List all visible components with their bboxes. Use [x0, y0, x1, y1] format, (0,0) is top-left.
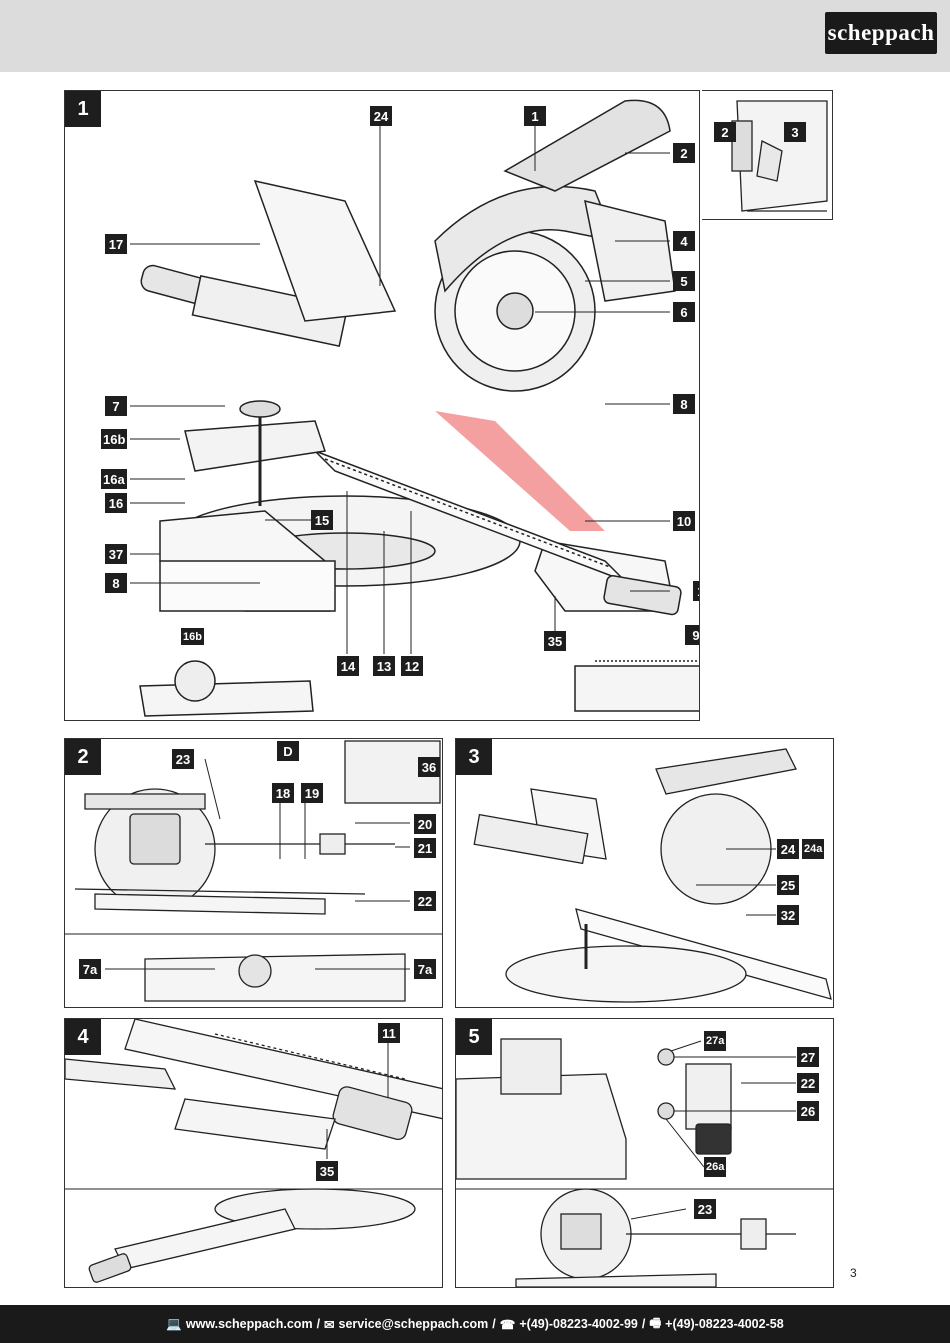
figure-3-panel: 3 24 24a 25 32 [455, 738, 834, 1008]
phone-icon: ☎ [499, 1317, 516, 1332]
figure-number: 5 [456, 1019, 492, 1055]
callout-37: 37 [105, 544, 127, 564]
callout-9: 9 [685, 625, 699, 645]
callout-6: 6 [673, 302, 695, 322]
figure-1-inset: 2 3 [702, 90, 833, 220]
callout-17: 17 [105, 234, 127, 254]
callout-15: 15 [311, 510, 333, 530]
callout-4: 4 [673, 231, 695, 251]
callout-7: 7 [105, 396, 127, 416]
handle-detail-illustration [65, 1019, 442, 1283]
callout-16b: 16b [101, 429, 128, 449]
callout-16: 16 [105, 493, 127, 513]
figure-4-panel: 4 11 35 [64, 1018, 443, 1288]
callout-21: 21 [414, 838, 436, 858]
callout-11: 11 [693, 581, 699, 601]
footer-bar: 💻 www.scheppach.com / ✉ service@scheppac… [0, 1305, 950, 1343]
mail-icon: ✉ [324, 1317, 335, 1332]
callout-22: 22 [414, 891, 436, 911]
figure-number: 4 [65, 1019, 101, 1055]
callout-35: 35 [544, 631, 566, 651]
inset-illustration [731, 100, 828, 212]
footer-email[interactable]: service@scheppach.com [338, 1317, 489, 1331]
callout-23: 23 [172, 749, 194, 769]
callout-23: 23 [694, 1199, 716, 1219]
callout-7a-right: 7a [414, 959, 436, 979]
callout-8-bottom: 8 [105, 573, 127, 593]
computer-icon: 💻 [166, 1316, 182, 1331]
figure-2-panel: 2 23 D 36 18 19 20 21 22 [64, 738, 443, 1008]
callout-26a: 26a [704, 1157, 727, 1177]
fax-icon: 🖷 [649, 1315, 662, 1330]
callout-16a: 16a [101, 469, 127, 489]
callout-13: 13 [373, 656, 395, 676]
callout-14: 14 [337, 656, 359, 676]
callout-12: 12 [401, 656, 423, 676]
footer-separator: / [492, 1317, 496, 1331]
callout-36: 36 [418, 757, 440, 777]
figure-number: 3 [456, 739, 492, 775]
footer-fax: +(49)-08223-4002-58 [665, 1317, 784, 1331]
footer-phone: +(49)-08223-4002-99 [519, 1317, 638, 1331]
brand-logo: scheppach [825, 12, 937, 54]
callout-25: 25 [777, 875, 799, 895]
callout-19: 19 [301, 783, 323, 803]
footer-separator: / [316, 1317, 321, 1331]
page-number: 3 [850, 1266, 857, 1280]
footer-website[interactable]: www.scheppach.com [185, 1317, 313, 1331]
callout-18: 18 [272, 783, 294, 803]
callout-16b-detail: 16b [181, 628, 204, 645]
callout-27a: 27a [704, 1031, 727, 1051]
callout-26: 26 [797, 1101, 819, 1121]
callout-32: 32 [777, 905, 799, 925]
callout-24: 24 [370, 106, 392, 126]
callout-5: 5 [673, 271, 695, 291]
callout-1: 1 [524, 106, 546, 126]
callout-10: 10 [673, 511, 695, 531]
callout-35: 35 [316, 1161, 338, 1181]
miter-saw-illustration [130, 99, 699, 717]
figure-1-panel: 1 [64, 90, 700, 721]
saw-angled-illustration [473, 748, 832, 1003]
inset-callout-3: 3 [784, 122, 806, 142]
callout-27: 27 [797, 1047, 819, 1067]
callout-8-top: 8 [673, 394, 695, 414]
callout-D: D [277, 741, 299, 761]
figure-5-panel: 5 27a 27 22 26 26a 23 [455, 1018, 834, 1288]
callout-22: 22 [797, 1073, 819, 1093]
figure-number: 1 [65, 91, 101, 127]
callout-7a-left: 7a [79, 959, 101, 979]
header-bar: scheppach [0, 0, 950, 72]
callout-24a: 24a [802, 839, 825, 859]
callout-20: 20 [414, 814, 436, 834]
inset-callout-2: 2 [714, 122, 736, 142]
callout-24: 24 [777, 839, 799, 859]
rear-detail-illustration [456, 1038, 833, 1287]
footer-separator: / [641, 1317, 646, 1331]
figure-number: 2 [65, 739, 101, 775]
callout-11: 11 [378, 1023, 400, 1043]
saw-side-illustration [65, 740, 442, 1002]
callout-2: 2 [673, 143, 695, 163]
